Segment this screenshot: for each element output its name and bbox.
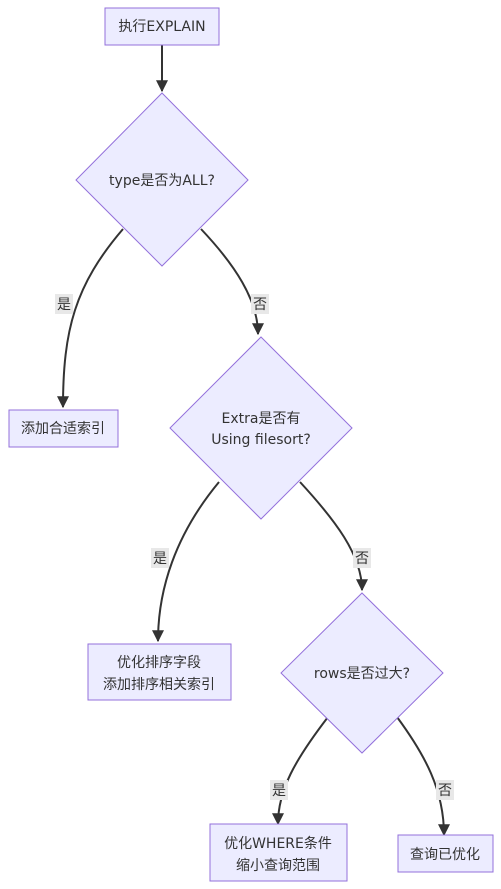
node-optimize-where: 优化WHERE条件 缩小查询范围 (209, 823, 348, 882)
node-optimized: 查询已优化 (397, 834, 494, 873)
svg-text:否: 否 (438, 783, 452, 799)
svg-text:type是否为ALL?: type是否为ALL? (109, 173, 215, 189)
edge-type-yes (57, 228, 124, 409)
edge-rows-yes (272, 716, 329, 826)
edge-label-rows-yes: 是 (270, 780, 288, 800)
edge-label-rows-no: 否 (436, 780, 454, 800)
node-decision-extra: Extra是否有 Using filesort? (169, 336, 353, 520)
edge-label-type-no: 否 (251, 294, 269, 314)
svg-text:执行EXPLAIN: 执行EXPLAIN (118, 19, 205, 35)
edge-rows-no (396, 716, 450, 837)
svg-text:Using filesort?: Using filesort? (211, 432, 311, 448)
svg-text:Extra是否有: Extra是否有 (222, 411, 301, 427)
node-decision-rows: rows是否过大? (280, 592, 444, 754)
svg-text:添加合适索引: 添加合适索引 (21, 420, 105, 437)
svg-text:否: 否 (355, 551, 369, 567)
node-decision-type: type是否为ALL? (75, 92, 249, 267)
svg-text:查询已优化: 查询已优化 (410, 847, 480, 863)
node-add-index: 添加合适索引 (8, 409, 119, 448)
edge-label-extra-yes: 是 (151, 548, 169, 568)
edge-label-type-yes: 是 (55, 294, 73, 314)
node-start: 执行EXPLAIN (104, 7, 220, 46)
svg-text:添加排序相关索引: 添加排序相关索引 (103, 676, 215, 693)
svg-text:缩小查询范围: 缩小查询范围 (236, 857, 320, 874)
edge-type-no (200, 228, 264, 336)
svg-text:是: 是 (153, 551, 167, 567)
edge-extra-yes (152, 481, 220, 643)
svg-text:否: 否 (253, 297, 267, 313)
svg-text:是: 是 (272, 783, 286, 799)
svg-text:rows是否过大?: rows是否过大? (314, 666, 410, 682)
edge-extra-no (299, 481, 368, 592)
node-optimize-sort: 优化排序字段 添加排序相关索引 (87, 643, 232, 701)
edge-label-extra-no: 否 (353, 548, 371, 568)
svg-text:优化WHERE条件: 优化WHERE条件 (224, 835, 332, 852)
svg-text:优化排序字段: 优化排序字段 (117, 655, 201, 671)
svg-text:是: 是 (57, 297, 71, 313)
